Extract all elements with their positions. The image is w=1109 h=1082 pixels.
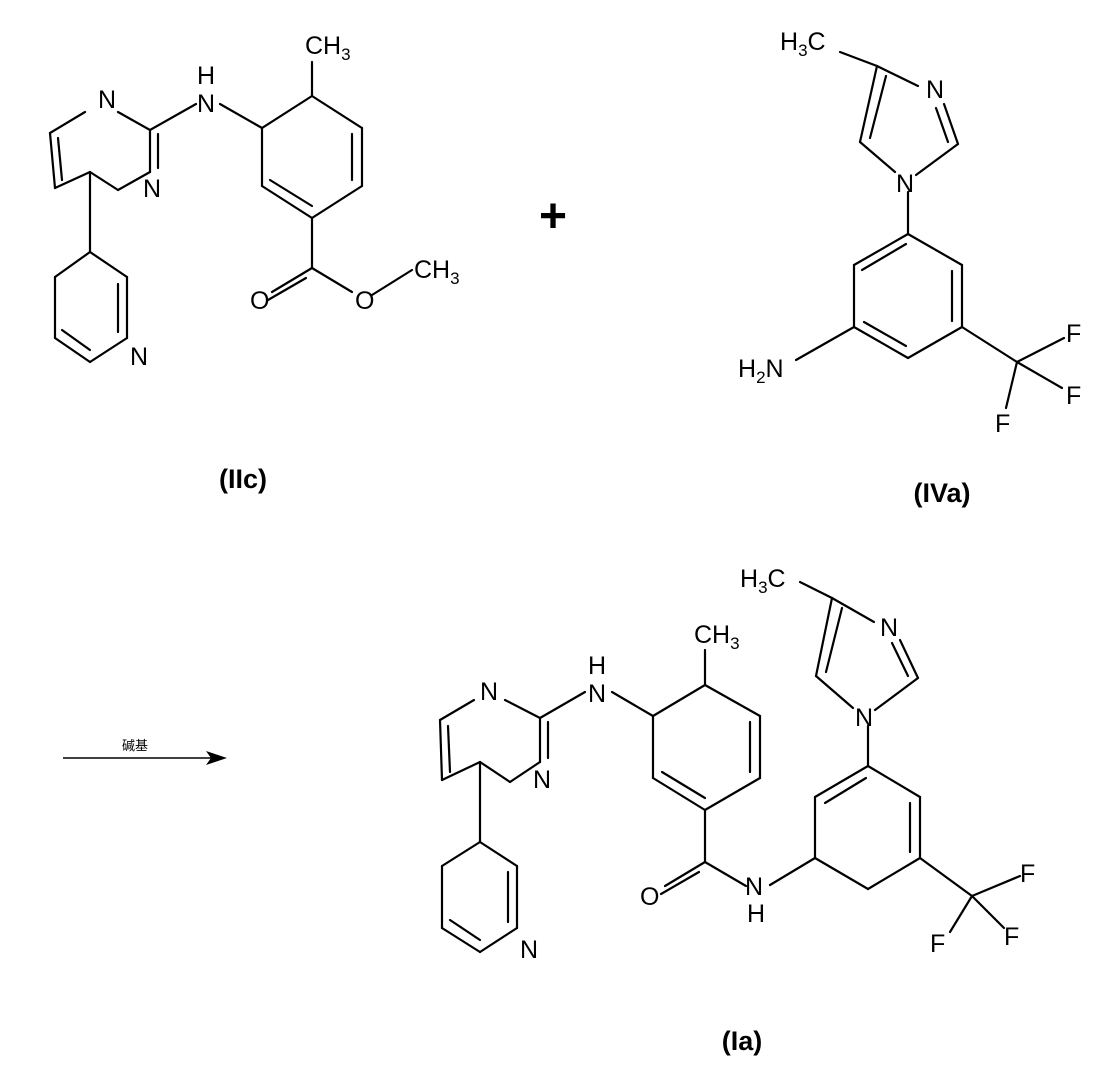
ia-atom-n: N (855, 704, 873, 732)
ia-atom-n: N (533, 766, 551, 794)
ia-atom-f: F (930, 930, 945, 958)
plus-sign: + (539, 190, 567, 243)
iic-atom-n: N (197, 90, 215, 118)
iva-atom-f: F (1066, 382, 1081, 410)
iic-atom-h: H (197, 62, 215, 90)
iva-amine-sub: 2 (756, 368, 765, 387)
iva-bonds (796, 52, 1064, 408)
iic-ester-sub: 3 (450, 269, 459, 288)
iic-atom-n: N (130, 343, 148, 371)
ia-atom-f: F (1004, 923, 1019, 951)
compound-iva-structure: H3C N N H2N F F F (738, 28, 1081, 438)
iva-atom-f: F (1066, 320, 1081, 348)
ia-im-methyl-c: C (768, 565, 786, 593)
iva-methyl-c: C (808, 28, 826, 56)
compound-iic-structure: N N H N CH3 O O CH3 N (50, 32, 460, 371)
ia-atom-h: H (747, 900, 765, 928)
iva-amine-label: H2N (738, 355, 784, 387)
iic-methyl-sub: 3 (341, 45, 350, 64)
compound-label-ia: (Ia) (722, 1026, 763, 1056)
ia-methyl-ch: CH (694, 621, 730, 649)
ia-atom-n: N (480, 678, 498, 706)
ia-atom-n: N (520, 936, 538, 964)
iic-atom-o: O (355, 287, 374, 315)
ia-atom-n: N (588, 680, 606, 708)
iva-amine-h: H (738, 355, 756, 383)
iic-atom-n: N (143, 175, 161, 203)
ia-atom-f: F (1020, 860, 1035, 888)
ia-atom-n: N (880, 614, 898, 642)
iva-methyl-sub: 3 (798, 41, 807, 60)
iic-methyl-ch: CH (305, 32, 341, 60)
iic-methyl-label: CH3 (305, 32, 351, 64)
ia-im-methyl-sub: 3 (758, 578, 767, 597)
iic-ester-methyl-label: CH3 (414, 256, 460, 288)
ia-atom-o: O (640, 883, 659, 911)
ia-methyl-label: CH3 (694, 621, 740, 653)
compound-label-iic: (IIc) (219, 464, 267, 494)
ia-atom-h: H (588, 652, 606, 680)
iva-atom-n: N (896, 170, 914, 198)
iic-atom-n: N (98, 86, 116, 114)
ia-methyl-sub: 3 (730, 634, 739, 653)
ia-im-methyl-label: H3C (740, 565, 786, 597)
iic-ester-ch: CH (414, 256, 450, 284)
iva-methyl-label: H3C (780, 28, 826, 60)
compound-label-iva: (IVa) (913, 478, 970, 508)
ia-im-methyl-h: H (740, 565, 758, 593)
iva-amine-n: N (766, 355, 784, 383)
ia-atom-n: N (745, 873, 763, 901)
iic-atom-o: O (250, 287, 269, 315)
iva-methyl-h: H (780, 28, 798, 56)
reaction-arrow: 碱基 (63, 739, 227, 765)
reaction-condition: 碱基 (122, 739, 148, 754)
iva-atom-n: N (926, 76, 944, 104)
iva-atom-f: F (995, 410, 1010, 438)
compound-ia-structure: N N H N CH3 H3C N N O N H F F F N (440, 565, 1035, 964)
